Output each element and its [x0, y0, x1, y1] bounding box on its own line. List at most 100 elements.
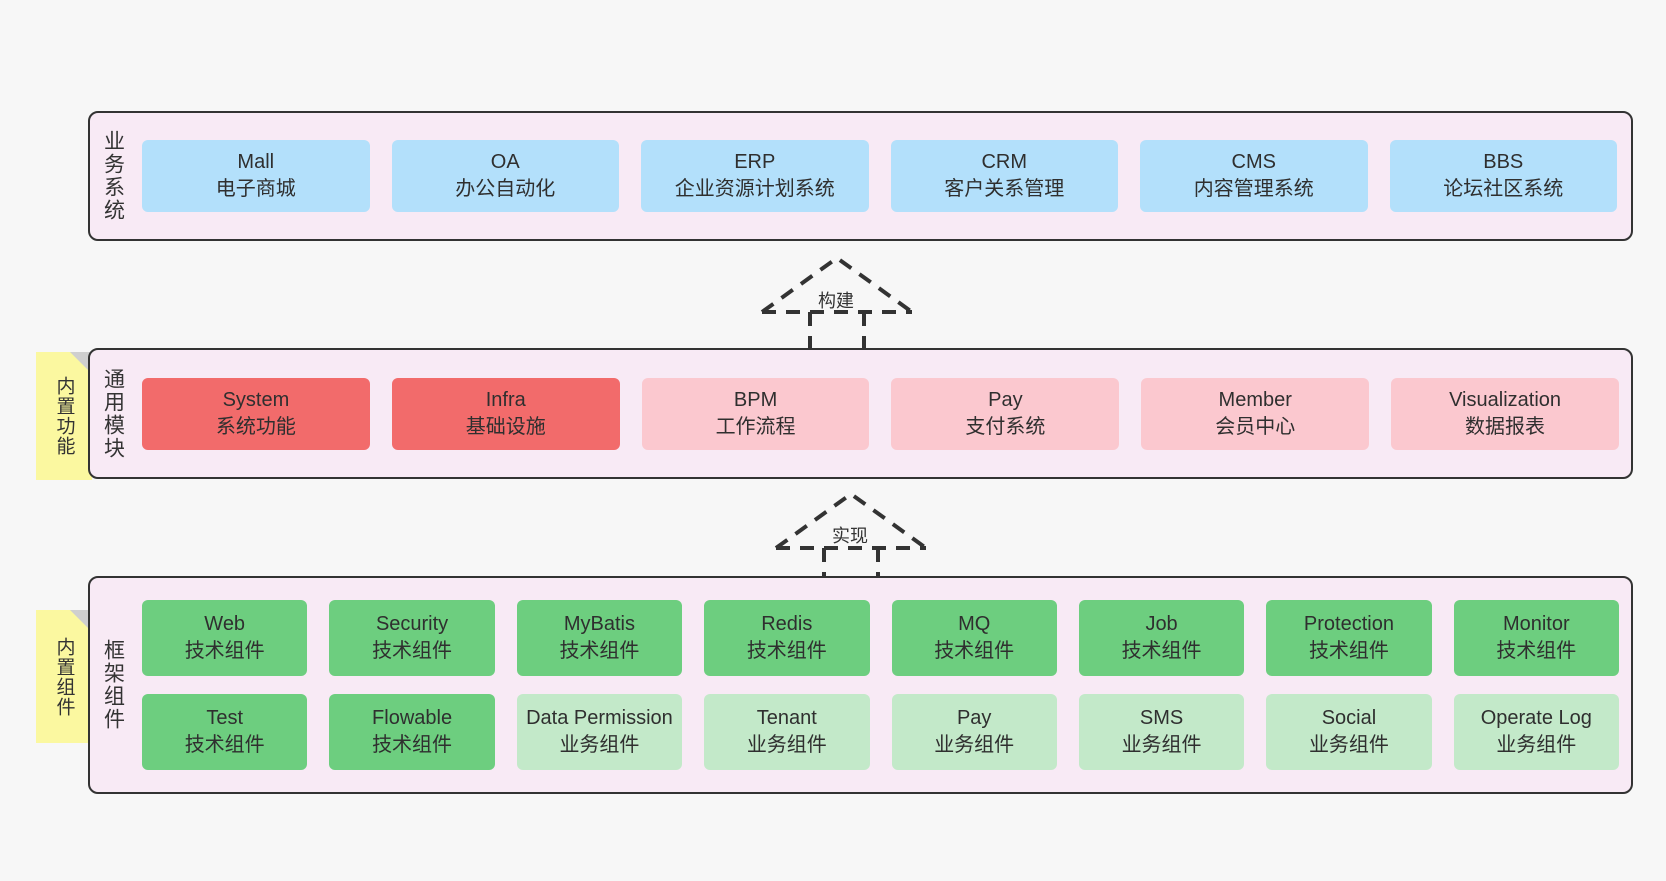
node-title-cn: 电子商城: [215, 178, 296, 200]
node-title-en: MQ: [958, 613, 991, 635]
node-title-cn: 技术组件: [1308, 640, 1389, 662]
note-fold-corner-icon: [70, 352, 92, 374]
layer-common-module[interactable]: 通用模块 System 系统功能 Infra 基础设施 BPM 工作流程 Pay…: [88, 348, 1633, 479]
node-title-cn: 技术组件: [1496, 640, 1577, 662]
node-title-cn: 内容管理系统: [1193, 178, 1314, 200]
node-pay-component[interactable]: Pay 业务组件: [891, 694, 1057, 770]
node-title-cn: 业务组件: [559, 734, 640, 756]
node-pay[interactable]: Pay 支付系统: [891, 377, 1120, 450]
node-data-permission[interactable]: Data Permission 业务组件: [516, 694, 683, 770]
node-job[interactable]: Job 技术组件: [1078, 600, 1245, 676]
layer-title-framework: 框架组件: [101, 639, 125, 731]
node-flowable[interactable]: Flowable 技术组件: [329, 694, 495, 770]
node-crm[interactable]: CRM 客户关系管理: [890, 140, 1118, 212]
node-redis[interactable]: Redis 技术组件: [704, 600, 870, 676]
note-fold-corner-icon: [70, 610, 92, 632]
node-title-cn: 支付系统: [965, 415, 1046, 438]
node-title-en: Protection: [1303, 613, 1394, 635]
node-title-en: Job: [1145, 613, 1178, 635]
node-title-cn: 客户关系管理: [944, 178, 1065, 200]
node-title-en: Redis: [761, 613, 813, 635]
node-infra[interactable]: Infra 基础设施: [391, 377, 620, 450]
node-title-en: Security: [375, 613, 449, 635]
layer-framework-component[interactable]: 框架组件 Web 技术组件 Security 技术组件 MyBatis 技术组件…: [88, 576, 1633, 794]
node-row: Mall 电子商城 OA 办公自动化 ERP 企业资源计划系统 CRM 客户关系…: [142, 140, 1617, 212]
node-visualization[interactable]: Visualization 数据报表: [1391, 377, 1619, 450]
node-mq[interactable]: MQ 技术组件: [891, 600, 1057, 676]
node-title-en: CMS: [1231, 151, 1276, 173]
node-title-cn: 业务组件: [1496, 734, 1577, 756]
node-title-cn: 企业资源计划系统: [674, 178, 835, 200]
node-title-cn: 技术组件: [184, 734, 265, 756]
note-builtin-component[interactable]: 内置组件: [36, 610, 92, 743]
node-title-cn: 技术组件: [372, 734, 453, 756]
node-title-cn: 技术组件: [746, 640, 827, 662]
node-web[interactable]: Web 技术组件: [142, 600, 308, 676]
node-test[interactable]: Test 技术组件: [142, 694, 308, 770]
node-title-en: SMS: [1139, 707, 1184, 729]
layer-body-business: Mall 电子商城 OA 办公自动化 ERP 企业资源计划系统 CRM 客户关系…: [136, 113, 1631, 239]
layer-title-business: 业务系统: [101, 130, 125, 222]
node-title-cn: 业务组件: [1308, 734, 1389, 756]
node-title-en: Operate Log: [1480, 707, 1592, 729]
node-title-en: CRM: [981, 151, 1028, 173]
node-oa[interactable]: OA 办公自动化: [391, 140, 619, 212]
node-title-cn: 技术组件: [184, 640, 265, 662]
node-operate-log[interactable]: Operate Log 业务组件: [1453, 694, 1619, 770]
layer-title-common: 通用模块: [101, 367, 125, 460]
node-member[interactable]: Member 会员中心: [1141, 377, 1370, 450]
node-title-en: Visualization: [1449, 388, 1562, 411]
node-bbs[interactable]: BBS 论坛社区系统: [1389, 140, 1617, 212]
node-row: System 系统功能 Infra 基础设施 BPM 工作流程 Pay 支付系统…: [142, 377, 1619, 450]
node-tenant[interactable]: Tenant 业务组件: [704, 694, 870, 770]
node-sms[interactable]: SMS 业务组件: [1078, 694, 1245, 770]
node-title-cn: 技术组件: [1121, 640, 1202, 662]
node-title-cn: 业务组件: [934, 734, 1015, 756]
node-title-en: Mall: [237, 151, 275, 173]
node-title-en: MyBatis: [563, 613, 635, 635]
node-title-en: Data Permission: [526, 707, 673, 729]
node-title-cn: 会员中心: [1215, 415, 1296, 438]
layer-body-common: System 系统功能 Infra 基础设施 BPM 工作流程 Pay 支付系统…: [136, 350, 1631, 477]
node-title-en: Pay: [956, 707, 992, 729]
node-title-cn: 业务组件: [1121, 734, 1202, 756]
node-title-cn: 技术组件: [372, 640, 453, 662]
note-builtin-function[interactable]: 内置功能: [36, 352, 92, 480]
node-protection[interactable]: Protection 技术组件: [1266, 600, 1432, 676]
node-title-cn: 办公自动化: [455, 178, 556, 200]
node-mybatis[interactable]: MyBatis 技术组件: [516, 600, 683, 676]
node-bpm[interactable]: BPM 工作流程: [641, 377, 870, 450]
node-row: Web 技术组件 Security 技术组件 MyBatis 技术组件 Redi…: [142, 600, 1619, 676]
node-title-cn: 论坛社区系统: [1443, 178, 1564, 200]
connector-implement-label: 实现: [832, 526, 868, 546]
node-title-en: Web: [204, 613, 246, 635]
node-title-en: BPM: [733, 388, 778, 411]
node-title-en: Social: [1321, 707, 1377, 729]
node-security[interactable]: Security 技术组件: [329, 600, 495, 676]
layer-business-system[interactable]: 业务系统 Mall 电子商城 OA 办公自动化 ERP 企业资源计划系统 CRM…: [88, 111, 1633, 241]
node-title-cn: 技术组件: [559, 640, 640, 662]
node-title-en: OA: [490, 151, 520, 173]
node-title-cn: 业务组件: [746, 734, 827, 756]
node-system[interactable]: System 系统功能: [142, 377, 370, 450]
node-title-cn: 数据报表: [1465, 415, 1546, 438]
node-title-en: Infra: [485, 388, 526, 411]
node-title-cn: 工作流程: [715, 415, 796, 438]
node-erp[interactable]: ERP 企业资源计划系统: [641, 140, 869, 212]
node-mall[interactable]: Mall 电子商城: [142, 140, 370, 212]
connector-build-label: 构建: [818, 291, 854, 311]
node-social[interactable]: Social 业务组件: [1266, 694, 1432, 770]
node-monitor[interactable]: Monitor 技术组件: [1453, 600, 1619, 676]
node-title-en: ERP: [734, 151, 776, 173]
node-title-en: System: [222, 388, 290, 411]
node-row: Test 技术组件 Flowable 技术组件 Data Permission …: [142, 694, 1619, 770]
layer-body-framework: Web 技术组件 Security 技术组件 MyBatis 技术组件 Redi…: [136, 578, 1631, 792]
node-title-cn: 系统功能: [215, 415, 296, 438]
node-title-en: Member: [1218, 388, 1292, 411]
node-cms[interactable]: CMS 内容管理系统: [1140, 140, 1368, 212]
node-title-en: Monitor: [1502, 613, 1570, 635]
node-title-en: Tenant: [756, 707, 817, 729]
node-title-en: Test: [206, 707, 244, 729]
node-title-en: Pay: [988, 388, 1023, 411]
